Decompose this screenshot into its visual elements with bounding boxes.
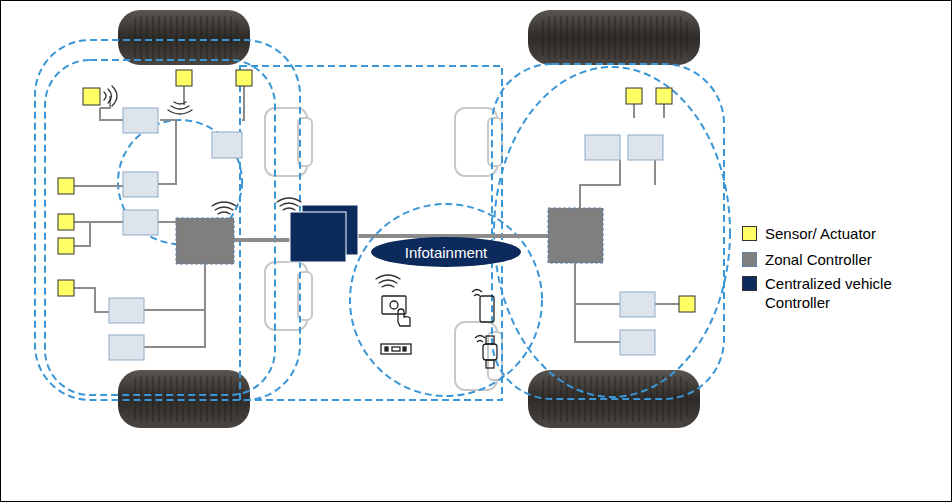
legend-swatch [742,276,757,291]
infotainment-icon [381,290,497,369]
sensor-actuator [58,70,695,312]
wireless-symbol [104,86,400,287]
legend-row: Centralized vehicle Controller [742,274,915,312]
legend-row: Zonal Controller [742,250,915,269]
legend-row: Sensor/ Actuator [742,224,915,243]
node-label: Infotainment [405,244,488,261]
legend-swatch [742,226,757,241]
legend-text: Zonal Controller [765,250,915,269]
legend-text: Sensor/ Actuator [765,224,915,243]
central-controller [290,205,358,262]
legend-swatch [742,252,757,267]
legend-text: Centralized vehicle Controller [765,274,915,312]
infotainment-pill: Infotainment [371,237,521,267]
tire [118,10,700,428]
ecu-box [109,132,663,360]
wire [74,86,679,347]
zone-outline [35,40,730,400]
ecu-box [123,108,158,133]
backbone [234,236,548,240]
